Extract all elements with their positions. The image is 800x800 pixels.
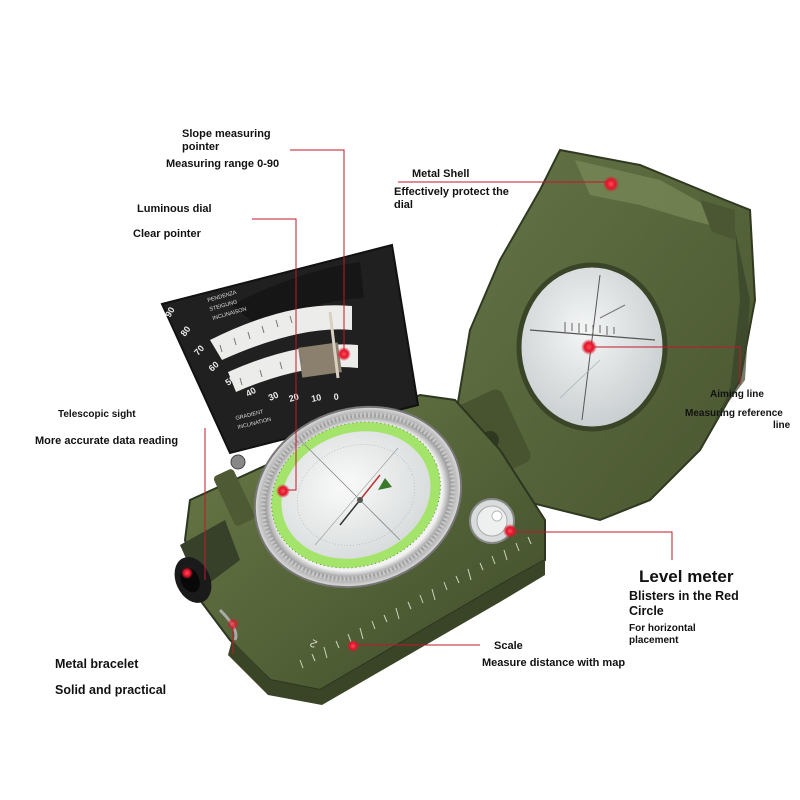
metal-shell-detail-1: Effectively protect the: [394, 186, 509, 198]
clino-number: 40: [244, 385, 258, 399]
clinometer-plate: PENDENZA STEIGUNG INCLINAISON GRADIENT I…: [160, 243, 420, 455]
telescopic-sight-title: Telescopic sight: [58, 409, 136, 420]
clino-number: 60: [207, 359, 221, 373]
aiming-line-detail-2: line: [773, 420, 791, 431]
clino-number: 10: [310, 392, 322, 404]
metal-shell-title: Metal Shell: [412, 168, 470, 180]
ruler-digit: 2: [308, 636, 319, 649]
metal-bracelet-title: Metal bracelet: [55, 657, 139, 671]
clino-number: 70: [192, 343, 206, 357]
callout-aiming-line: [592, 346, 741, 385]
level-meter-note-2: placement: [629, 635, 679, 646]
callout-slope-pointer: [290, 149, 345, 350]
clino-number: 80: [179, 324, 193, 338]
marker-metal-bracelet: [227, 618, 239, 630]
level-meter-detail-1: Blisters in the Red: [629, 589, 739, 603]
marker-aiming-line: [581, 339, 597, 355]
aiming-line-detail-1: Measuring reference: [685, 408, 783, 419]
callout-level-meter: [510, 531, 673, 560]
marker-level-meter: [503, 524, 517, 538]
callout-lines: [204, 149, 741, 654]
level-meter-detail-2: Circle: [629, 604, 664, 618]
marker-metal-shell: [603, 176, 619, 192]
marker-slope-pointer: [337, 347, 351, 361]
slope-pointer-title-1: Slope measuring: [182, 128, 271, 140]
marker-telescopic-sight: [181, 567, 193, 579]
aiming-line-title: Aiming line: [710, 389, 764, 400]
bubble-level: [469, 498, 515, 544]
clino-number: 30: [267, 390, 280, 403]
metal-bracelet-detail: Solid and practical: [55, 683, 167, 697]
luminous-dial-detail: Clear pointer: [133, 228, 201, 240]
telescopic-sight: [174, 454, 255, 603]
luminous-dial-title: Luminous dial: [137, 203, 212, 215]
callout-luminous-dial: [252, 218, 297, 491]
slope-pointer-range: Measuring range 0-90: [166, 158, 280, 170]
marker-dots: [181, 176, 619, 652]
level-meter-title: Level meter: [639, 567, 734, 586]
marker-scale: [347, 640, 359, 652]
clino-number: 20: [288, 391, 301, 404]
scale-detail: Measure distance with map: [482, 657, 626, 669]
clino-number: 90: [163, 305, 177, 319]
level-meter-note-1: For horizontal: [629, 623, 696, 634]
clino-number: 50: [223, 374, 237, 388]
compass-dial: [253, 405, 463, 589]
marker-luminous-dial: [276, 484, 290, 498]
clino-number: 0: [333, 392, 339, 402]
slope-pointer-title-2: pointer: [182, 141, 220, 153]
metal-shell-detail-2: dial: [394, 199, 413, 211]
telescopic-sight-detail: More accurate data reading: [35, 435, 179, 447]
scale-title: Scale: [494, 640, 523, 652]
